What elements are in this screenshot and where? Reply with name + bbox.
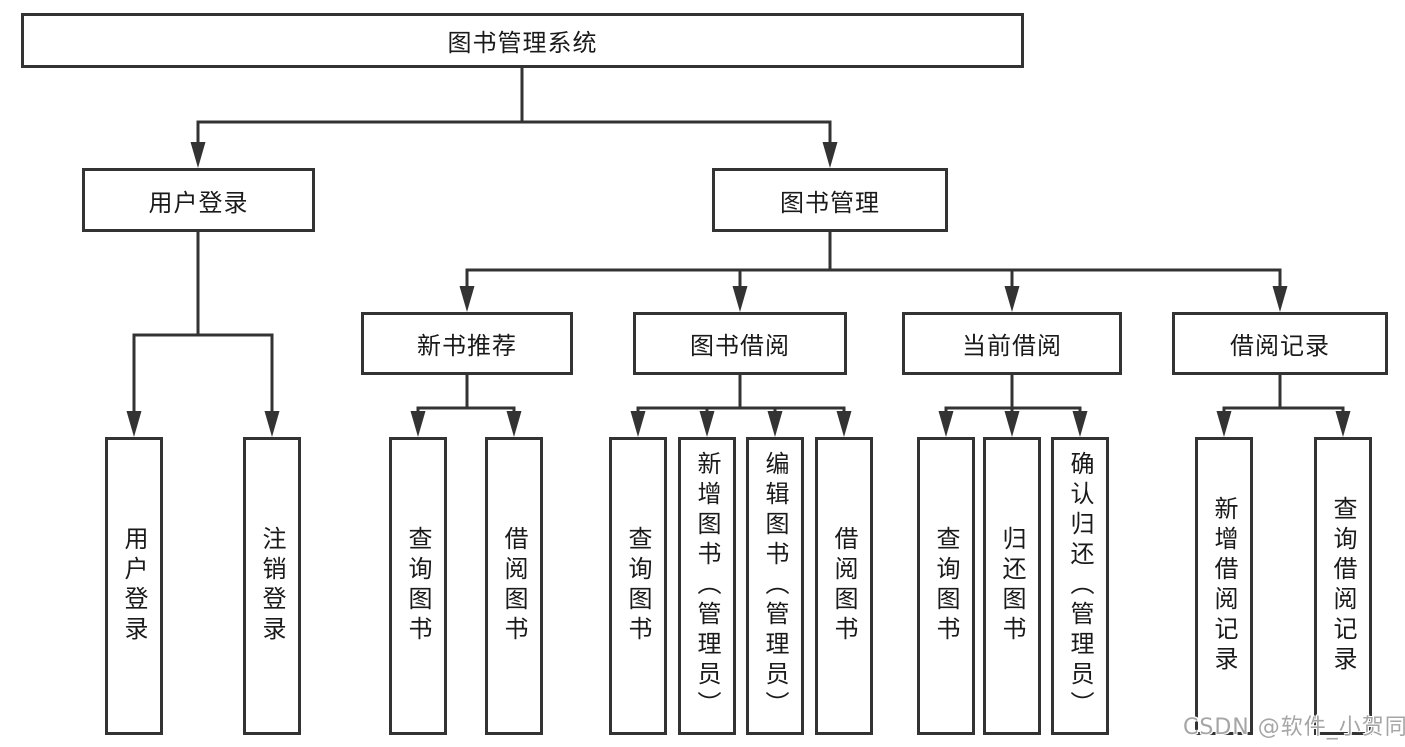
connector-current-borrow: [938, 375, 1088, 437]
node-user-login: 用户登录: [82, 168, 315, 232]
leaf-records-add-record-label: 新增借阅记录: [1210, 496, 1238, 676]
arrowhead-down: [1004, 411, 1020, 437]
leaf-current-query-books-label: 查询图书: [932, 526, 960, 646]
leaf-borrow-add-books-admin-label: 新增图书（管理员）: [693, 451, 721, 721]
node-book-manage-label: 图书管理: [780, 188, 880, 217]
arrowhead-down: [822, 142, 838, 168]
node-new-book-label: 新书推荐: [417, 332, 517, 360]
node-root: 图书管理系统: [21, 13, 1024, 68]
arrowhead-down: [1272, 286, 1288, 312]
arrowhead-down: [630, 411, 646, 437]
leaf-borrow-query-books-label: 查询图书: [624, 526, 652, 646]
leaf-newbook-query-books-label: 查询图书: [404, 526, 432, 646]
node-new-book-recommend: 新书推荐: [361, 312, 573, 375]
arrowhead-down: [938, 411, 954, 437]
arrowhead-down: [732, 286, 748, 312]
arrowhead-down: [1335, 411, 1351, 437]
leaf-borrow-add-books-admin: 新增图书（管理员）: [678, 437, 736, 735]
arrowhead-down: [1216, 411, 1232, 437]
leaf-current-confirm-return-admin-label: 确认归还（管理员）: [1066, 451, 1094, 721]
arrowhead-down: [410, 411, 426, 437]
node-book-borrow: 图书借阅: [633, 312, 847, 375]
leaf-logout: 注销登录: [243, 437, 301, 735]
leaf-current-confirm-return-admin: 确认归还（管理员）: [1051, 437, 1109, 735]
leaf-borrow-query-books: 查询图书: [609, 437, 667, 735]
leaf-records-query-record-label: 查询借阅记录: [1329, 496, 1357, 676]
node-user-login-label: 用户登录: [148, 188, 249, 217]
leaf-newbook-query-books: 查询图书: [389, 437, 447, 735]
leaf-borrow-borrow-books-label: 借阅图书: [830, 526, 858, 646]
arrowhead-down: [506, 411, 522, 437]
node-current-borrow-label: 当前借阅: [962, 332, 1062, 360]
leaf-records-query-record: 查询借阅记录: [1314, 437, 1372, 735]
leaf-borrow-edit-books-admin-label: 编辑图书（管理员）: [761, 451, 789, 721]
arrowhead-down: [836, 411, 852, 437]
leaf-current-query-books: 查询图书: [917, 437, 975, 735]
leaf-current-return-books: 归还图书: [983, 437, 1041, 735]
arrowhead-down: [1004, 286, 1020, 312]
leaf-newbook-borrow-books-label: 借阅图书: [500, 526, 528, 646]
leaf-current-return-books-label: 归还图书: [998, 526, 1026, 646]
csdn-watermark: CSDN @软件_小贺同学: [1183, 715, 1405, 740]
leaf-logout-label: 注销登录: [258, 526, 286, 646]
leaf-borrow-borrow-books: 借阅图书: [815, 437, 873, 735]
connector-new-book: [410, 375, 522, 437]
node-book-borrow-label: 图书借阅: [690, 332, 790, 360]
arrowhead-down: [126, 411, 142, 437]
arrowhead-down: [1072, 411, 1088, 437]
connector-borrow-record: [1216, 375, 1351, 437]
node-borrow-record: 借阅记录: [1172, 312, 1388, 375]
arrowhead-down: [190, 142, 206, 168]
leaf-newbook-borrow-books: 借阅图书: [485, 437, 543, 735]
arrowhead-down: [459, 286, 475, 312]
arrowhead-down: [264, 411, 280, 437]
connector-book-borrow: [630, 375, 852, 437]
arrowhead-down: [699, 411, 715, 437]
connector-book-manage: [459, 232, 1288, 312]
node-book-manage: 图书管理: [712, 168, 948, 232]
arrowhead-down: [767, 411, 783, 437]
node-borrow-record-label: 借阅记录: [1230, 332, 1330, 360]
leaf-borrow-edit-books-admin: 编辑图书（管理员）: [746, 437, 804, 735]
node-current-borrow: 当前借阅: [902, 312, 1122, 375]
connector-root: [190, 68, 838, 168]
leaf-user-login-label: 用户登录: [120, 526, 148, 646]
leaf-records-add-record: 新增借阅记录: [1195, 437, 1253, 735]
connector-user-login: [126, 232, 280, 437]
leaf-user-login: 用户登录: [105, 437, 163, 735]
node-root-label: 图书管理系统: [447, 29, 598, 57]
